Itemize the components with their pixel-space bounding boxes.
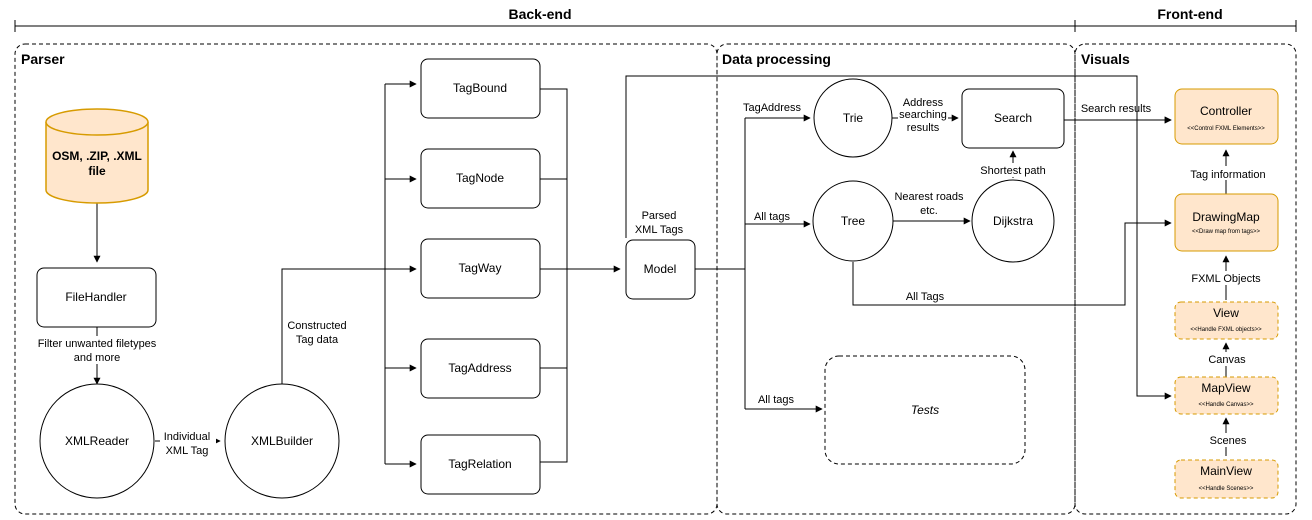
tagrelation-node: TagRelation <box>420 434 541 495</box>
svg-text:<<Handle FXML objects>>: <<Handle FXML objects>> <box>1190 327 1262 333</box>
svg-text:MapView: MapView <box>1201 381 1250 395</box>
address-label-line1: Address <box>903 97 944 109</box>
svg-text:<<Handle Canvas>>: <<Handle Canvas>> <box>1198 402 1254 408</box>
dijkstra-node: Dijkstra <box>971 179 1055 263</box>
svg-text:Tree: Tree <box>841 214 866 228</box>
fxml-objects-label: FXML Objects <box>1191 273 1261 285</box>
search-node: Search <box>961 88 1065 149</box>
svg-text:XMLReader: XMLReader <box>65 434 129 448</box>
svg-text:Model: Model <box>644 262 677 276</box>
tagbound-node: TagBound <box>420 58 541 119</box>
svg-text:MainView: MainView <box>1200 464 1252 478</box>
mapview-node: MapView <<Handle Canvas>> <box>1174 376 1279 415</box>
all-tags-draw-label: All Tags <box>906 291 945 303</box>
svg-text:TagNode: TagNode <box>456 171 504 185</box>
constructed-label-line2: Tag data <box>296 334 339 346</box>
data-processing-section <box>716 43 1076 515</box>
svg-text:Search: Search <box>994 111 1032 125</box>
address-label-line2: searching <box>899 109 947 121</box>
tests-node: Tests <box>824 355 1026 465</box>
svg-text:TagBound: TagBound <box>453 81 507 95</box>
svg-text:TagWay: TagWay <box>459 261 502 275</box>
mainview-node: MainView <<Handle Scenes>> <box>1174 459 1279 499</box>
constructed-label-line1: Constructed <box>287 320 346 332</box>
search-results-label: Search results <box>1081 103 1152 115</box>
nearest-label-line1: Nearest roads <box>894 191 964 203</box>
svg-text:TagAddress: TagAddress <box>448 361 511 375</box>
tagaddress-edge-label: TagAddress <box>743 102 802 114</box>
file-label-line1: OSM, .ZIP, .XML <box>52 149 142 163</box>
svg-text:<<Control FXML Elements>>: <<Control FXML Elements>> <box>1187 126 1265 132</box>
model-node: Model <box>625 239 696 300</box>
svg-text:Dijkstra: Dijkstra <box>993 214 1033 228</box>
svg-text:<<Handle Scenes>>: <<Handle Scenes>> <box>1199 486 1254 492</box>
svg-text:Trie: Trie <box>843 111 864 125</box>
svg-text:XMLBuilder: XMLBuilder <box>251 434 313 448</box>
canvas-label: Canvas <box>1208 354 1246 366</box>
trie-node: Trie <box>813 78 893 158</box>
data-processing-title: Data processing <box>722 51 831 67</box>
tagnode-node: TagNode <box>420 148 541 209</box>
all-tags-tree-label: All tags <box>754 211 791 223</box>
svg-text:FileHandler: FileHandler <box>65 290 126 304</box>
view-node: View <<Handle FXML objects>> <box>1174 301 1279 340</box>
filter-label-line2: and more <box>74 352 120 364</box>
svg-text:TagRelation: TagRelation <box>448 457 511 471</box>
controller-node: Controller <<Control FXML Elements>> <box>1174 88 1279 145</box>
svg-text:Controller: Controller <box>1200 104 1252 118</box>
backend-header: Back-end <box>508 6 571 22</box>
all-tags-tests-label: All tags <box>758 394 795 406</box>
drawingmap-node: DrawingMap <<Draw map from tags>> <box>1174 193 1279 252</box>
svg-text:DrawingMap: DrawingMap <box>1192 210 1260 224</box>
svg-text:Tests: Tests <box>911 403 939 417</box>
osm-file-database: OSM, .ZIP, .XML file <box>45 108 149 204</box>
tree-node: Tree <box>812 180 894 262</box>
frontend-header: Front-end <box>1157 6 1222 22</box>
filter-label-line1: Filter unwanted filetypes <box>38 338 157 350</box>
filehandler-node: FileHandler <box>36 267 157 328</box>
tag-information-label: Tag information <box>1190 169 1265 181</box>
parser-title: Parser <box>21 51 65 67</box>
scenes-label: Scenes <box>1210 435 1247 447</box>
svg-text:<<Draw map from tags>>: <<Draw map from tags>> <box>1192 229 1261 235</box>
address-label-line3: results <box>907 122 940 134</box>
nearest-label-line2: etc. <box>920 205 938 217</box>
individual-label-line2: XML Tag <box>166 445 209 457</box>
parsed-label-line2: XML Tags <box>635 224 684 236</box>
svg-text:View: View <box>1213 306 1239 320</box>
tagaddress-node: TagAddress <box>420 338 541 399</box>
visuals-section <box>1074 43 1297 515</box>
individual-label-line1: Individual <box>164 431 210 443</box>
xmlbuilder-node: XMLBuilder <box>224 383 340 499</box>
xmlreader-node: XMLReader <box>39 383 155 499</box>
parsed-label-line1: Parsed <box>642 210 677 222</box>
tagway-node: TagWay <box>420 238 541 299</box>
visuals-title: Visuals <box>1081 51 1130 67</box>
shortest-path-label: Shortest path <box>980 165 1045 177</box>
file-label-line2: file <box>88 164 106 178</box>
